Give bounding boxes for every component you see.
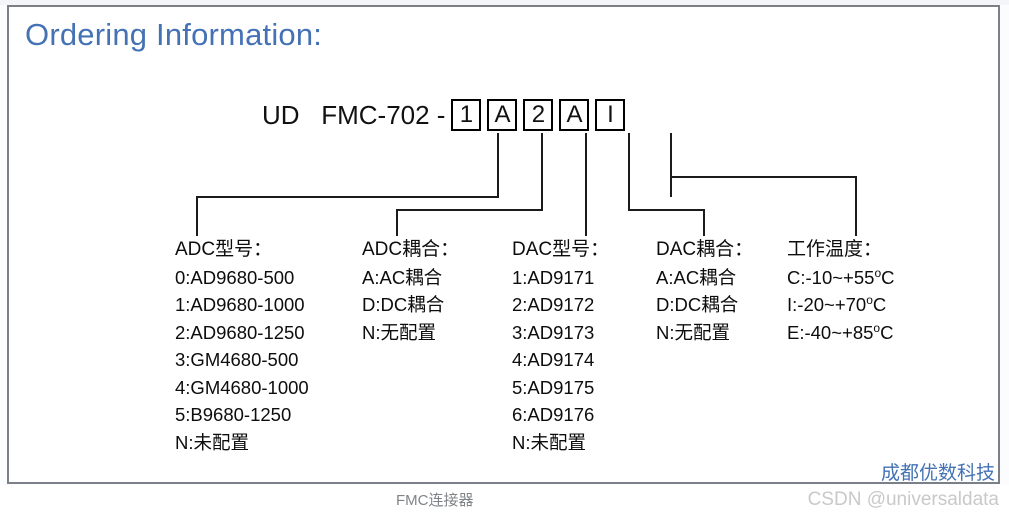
slide-panel [7,5,1000,484]
adc-model-option: N:未配置 [175,431,250,453]
adc-model-option: 3:GM4680-500 [175,349,299,370]
dac-model-option: 5:AD9175 [512,376,595,398]
part-number-prefix: UD FMC-702 - [262,100,446,130]
dac-model-option: 4:AD9174 [512,349,595,370]
dac-model-option: 3:AD9173 [512,321,595,343]
leader-adc-coupling-drop [396,209,398,236]
adc-model-option: 5:B9680-1250 [175,404,292,425]
adc-model-option: 4:GM4680-1000 [175,376,309,398]
dac-model-option: 1:AD9171 [512,266,595,288]
column-dac-model-header: DAC型号： [512,239,610,260]
column-dac-model: DAC型号： 1:AD9171 2:AD9172 3:AD9173 4:AD91… [512,236,609,456]
column-operating-temperature-header: 工作温度： [787,239,883,260]
adc-model-option: 0:AD9680-500 [175,266,295,288]
leader-adc-coupling-horiz [396,209,543,211]
adc-coupling-option: N:无配置 [362,321,437,343]
leader-dac-coupling-horiz [628,209,705,211]
leader-adc-model-drop [196,196,198,236]
operating-temperature-option: E:-40~+85oC [787,320,894,343]
part-number-box-dac-model[interactable]: 2 [523,99,554,131]
dac-model-option: 6:AD9176 [512,404,595,425]
leader-dac-model-drop [585,133,587,236]
page-title: Ordering Information: [25,17,323,52]
dac-coupling-option: D:DC耦合 [656,294,739,315]
leader-adc-model-horiz [196,196,499,198]
part-number-row: UD FMC-702 - 1 A 2 A I [262,97,626,133]
operating-temperature-option: I:-20~+70oC [787,292,887,315]
leader-adc-coupling-stub [541,133,543,209]
column-adc-model-header: ADC型号： [175,239,273,260]
part-number-box-dac-coupling[interactable]: A [559,99,590,131]
column-adc-coupling: ADC耦合： A:AC耦合 D:DC耦合 N:无配置 [362,236,459,346]
part-number-box-adc-coupling[interactable]: A [487,99,518,131]
leader-temperature-drop [855,176,857,236]
part-number-box-adc-model[interactable]: 1 [451,99,482,131]
adc-model-option: 2:AD9680-1250 [175,321,305,343]
column-dac-coupling: DAC耦合： A:AC耦合 D:DC耦合 N:无配置 [656,236,753,346]
adc-coupling-option: D:DC耦合 [362,294,445,315]
dac-model-option: N:未配置 [512,431,587,453]
csdn-watermark: CSDN @universaldata [807,489,999,510]
brand-watermark: 成都优数科技 [880,463,995,484]
leader-adc-model-stub [497,133,499,197]
leader-dac-coupling-drop [703,209,705,236]
dac-coupling-option: N:无配置 [656,321,731,343]
leader-dac-coupling-stub [628,133,630,209]
canvas-bottom-strip [0,485,1009,514]
adc-coupling-option: A:AC耦合 [362,266,443,288]
column-operating-temperature: 工作温度： C:-10~+55oC I:-20~+70oC E:-40~+85o… [787,236,895,346]
dac-coupling-option: A:AC耦合 [656,266,737,288]
canvas-top-strip [0,0,1009,5]
part-number-box-temperature[interactable]: I [595,99,626,131]
leader-temperature-stub [670,133,672,197]
leader-temperature-horiz [670,176,857,178]
fmc-connector-label: FMC连接器 [396,492,474,509]
column-dac-coupling-header: DAC耦合： [656,239,754,260]
column-adc-coupling-header: ADC耦合： [362,239,460,260]
dac-model-option: 2:AD9172 [512,294,595,315]
adc-model-option: 1:AD9680-1000 [175,294,305,315]
column-adc-model: ADC型号： 0:AD9680-500 1:AD9680-1000 2:AD96… [175,236,309,456]
operating-temperature-option: C:-10~+55oC [787,265,895,288]
